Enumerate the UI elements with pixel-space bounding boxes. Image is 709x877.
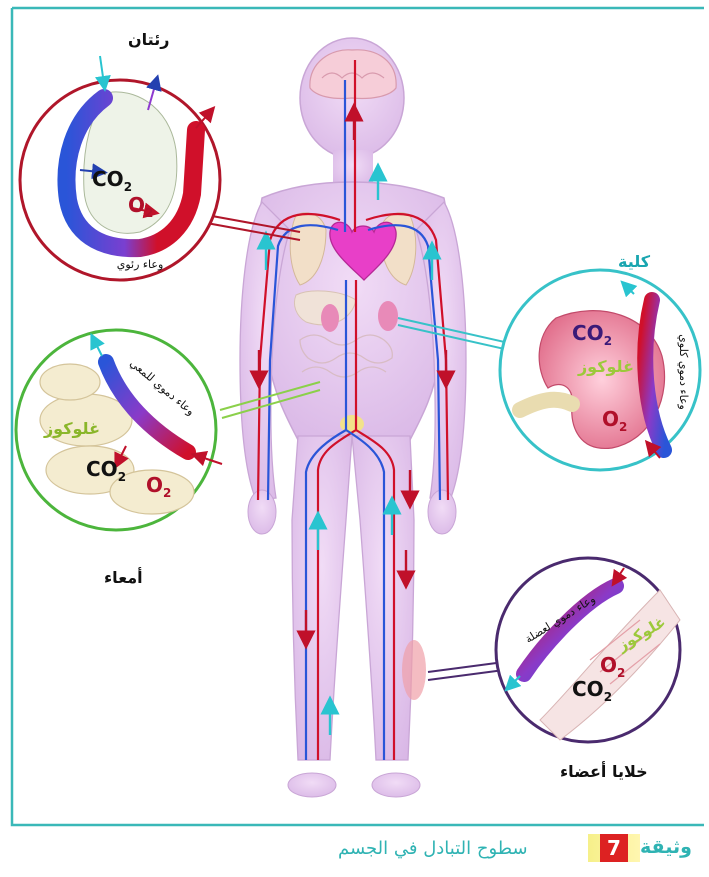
kidney-title: كلية xyxy=(618,252,650,271)
co2-subscript: 2 xyxy=(604,334,612,348)
muscle-title: خلايا أعضاء xyxy=(560,762,648,781)
o2-text: O xyxy=(128,193,145,217)
o2-subscript: 2 xyxy=(163,486,171,500)
kidney-circle: CO2 غلوكوز O2 وعاء دموي كلوي xyxy=(500,270,700,470)
o2-subscript: 2 xyxy=(619,420,627,434)
o2-text: O xyxy=(146,473,163,497)
footer-title: سطوح التبادل في الجسم xyxy=(338,838,528,859)
o2-text: O xyxy=(600,653,617,677)
co2-subscript: 2 xyxy=(118,470,126,484)
co2-text: CO xyxy=(572,677,604,701)
intestine-title: أمعاء xyxy=(104,568,143,587)
document-label: وثيقة xyxy=(640,836,692,858)
document-number: 7 xyxy=(600,834,628,862)
co2-text: CO xyxy=(86,457,118,481)
muscle-circle: غلوكوز O2 CO2 وعاء دموي لعضلة xyxy=(496,558,680,742)
intestine-glucose-label: غلوكوز xyxy=(43,419,100,438)
o2-text: O xyxy=(602,407,619,431)
o2-subscript: 2 xyxy=(145,206,153,220)
co2-subscript: 2 xyxy=(604,690,612,704)
muscle-connector xyxy=(428,662,504,680)
kidney-vessel-label: وعاء دموي كلوي xyxy=(677,334,690,410)
o2-subscript: 2 xyxy=(617,666,625,680)
human-body xyxy=(240,38,466,797)
intestine-circle: غلوكوز CO2 O2 وعاء دموي للمعي xyxy=(16,330,222,530)
co2-subscript: 2 xyxy=(124,180,132,194)
kidney-glucose-label: غلوكوز xyxy=(577,357,634,376)
lungs-title: رئتان xyxy=(128,30,169,49)
co2-text: CO xyxy=(572,321,604,345)
lungs-vessel-label: وعاء رئوي xyxy=(117,258,164,271)
co2-text: CO xyxy=(92,167,124,191)
lungs-circle: CO2 O2 وعاء رئوي xyxy=(20,56,220,280)
